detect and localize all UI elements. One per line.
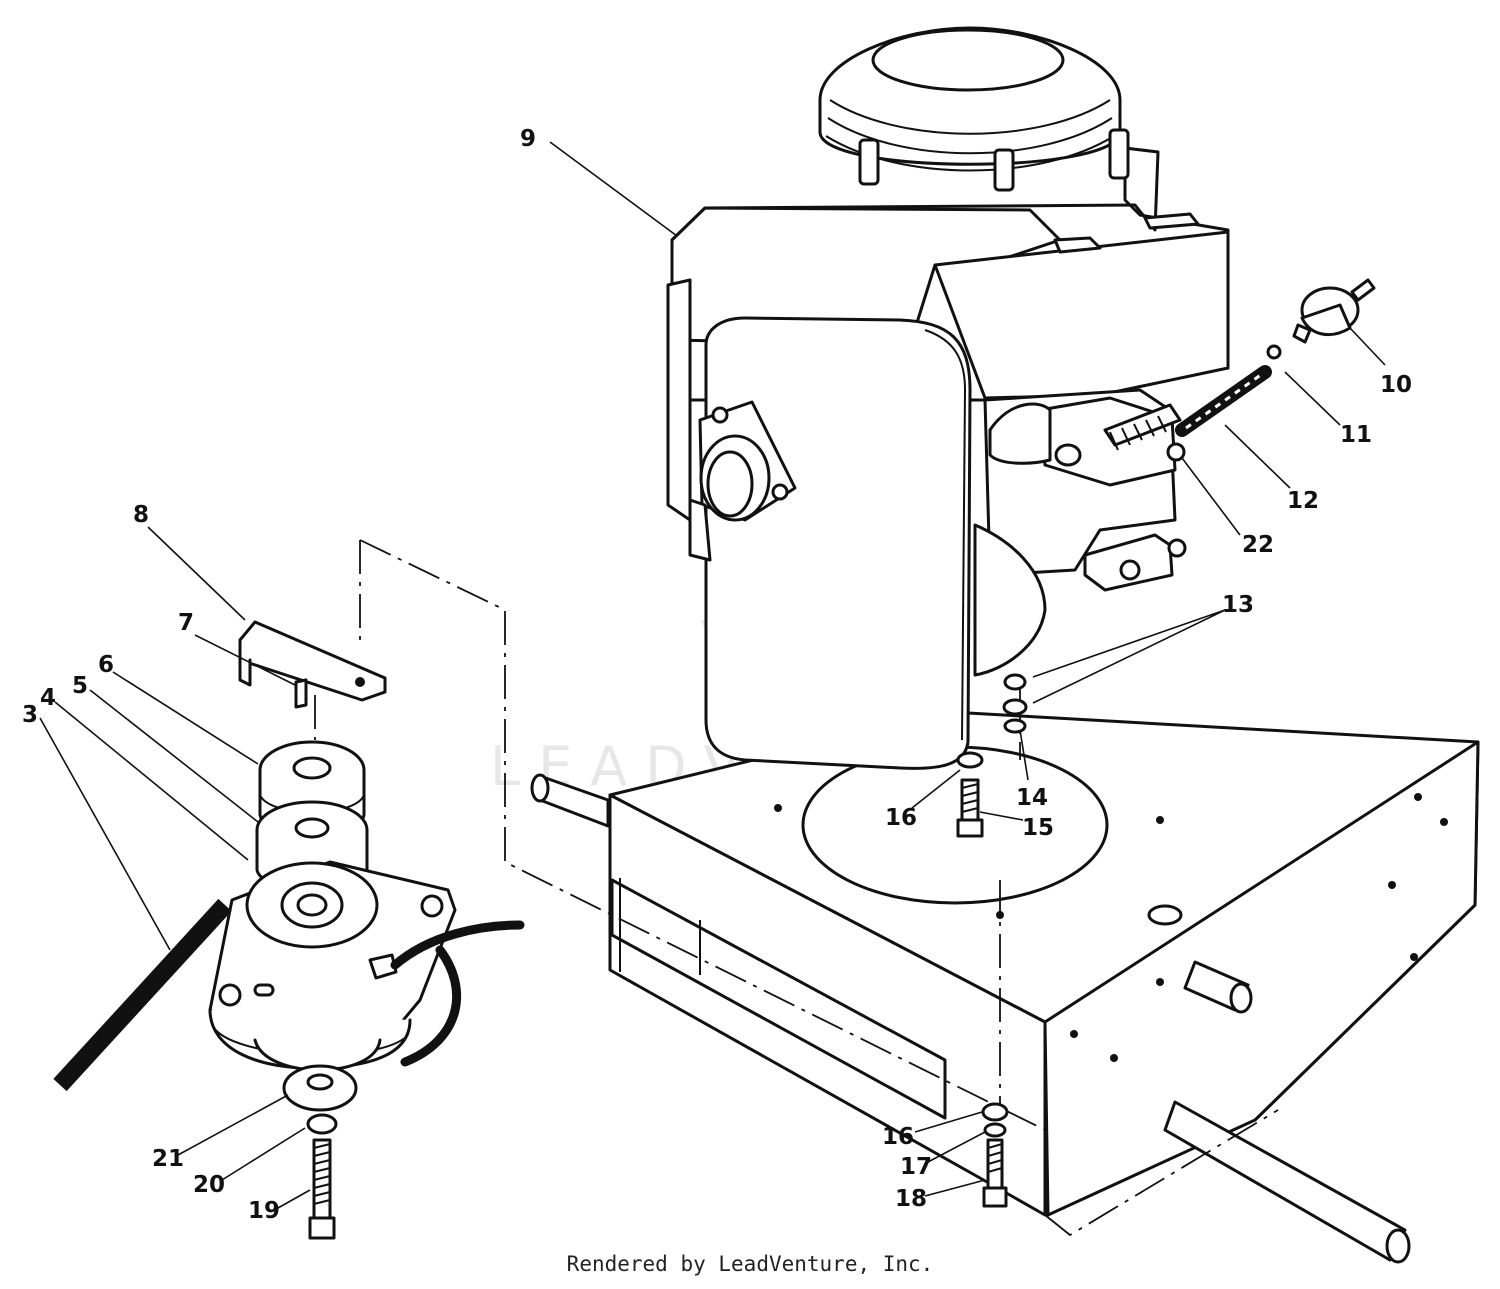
leader-lines — [39, 141, 1386, 1209]
clutch-hardware — [282, 1064, 358, 1240]
callout-labels: 9 10 11 12 22 13 14 15 16 16 17 18 8 7 6… — [22, 126, 1412, 1224]
callout-12: 12 — [1287, 488, 1319, 514]
credit-text: Rendered by LeadVenture, Inc. — [566, 1252, 934, 1276]
callout-7: 7 — [178, 610, 194, 636]
callout-16-upper: 16 — [885, 805, 917, 831]
callout-14: 14 — [1016, 785, 1048, 811]
mounting-hardware — [956, 673, 1028, 1208]
pulley-bracket — [238, 620, 387, 709]
electric-clutch — [208, 860, 457, 1072]
callout-15: 15 — [1022, 815, 1054, 841]
fuel-filter — [1292, 278, 1376, 344]
callout-11: 11 — [1340, 422, 1372, 448]
callout-3: 3 — [22, 702, 38, 728]
callout-5: 5 — [72, 673, 88, 699]
callout-16-lower: 16 — [882, 1124, 914, 1150]
callout-4: 4 — [40, 685, 56, 711]
callout-22: 22 — [1242, 532, 1274, 558]
callout-8: 8 — [133, 502, 149, 528]
callout-21: 21 — [152, 1146, 184, 1172]
callout-10: 10 — [1380, 372, 1412, 398]
callout-13: 13 — [1222, 592, 1254, 618]
callout-9: 9 — [520, 126, 536, 152]
callout-19: 19 — [248, 1198, 280, 1224]
clutch-wire — [390, 920, 525, 1067]
callout-20: 20 — [193, 1172, 225, 1198]
engine — [666, 26, 1230, 770]
fuel-hose — [1166, 344, 1282, 462]
drive-belt — [53, 898, 232, 1092]
mounting-frame — [530, 710, 1480, 1264]
callout-6: 6 — [98, 652, 114, 678]
callout-17: 17 — [900, 1154, 932, 1180]
callout-18: 18 — [895, 1186, 927, 1212]
